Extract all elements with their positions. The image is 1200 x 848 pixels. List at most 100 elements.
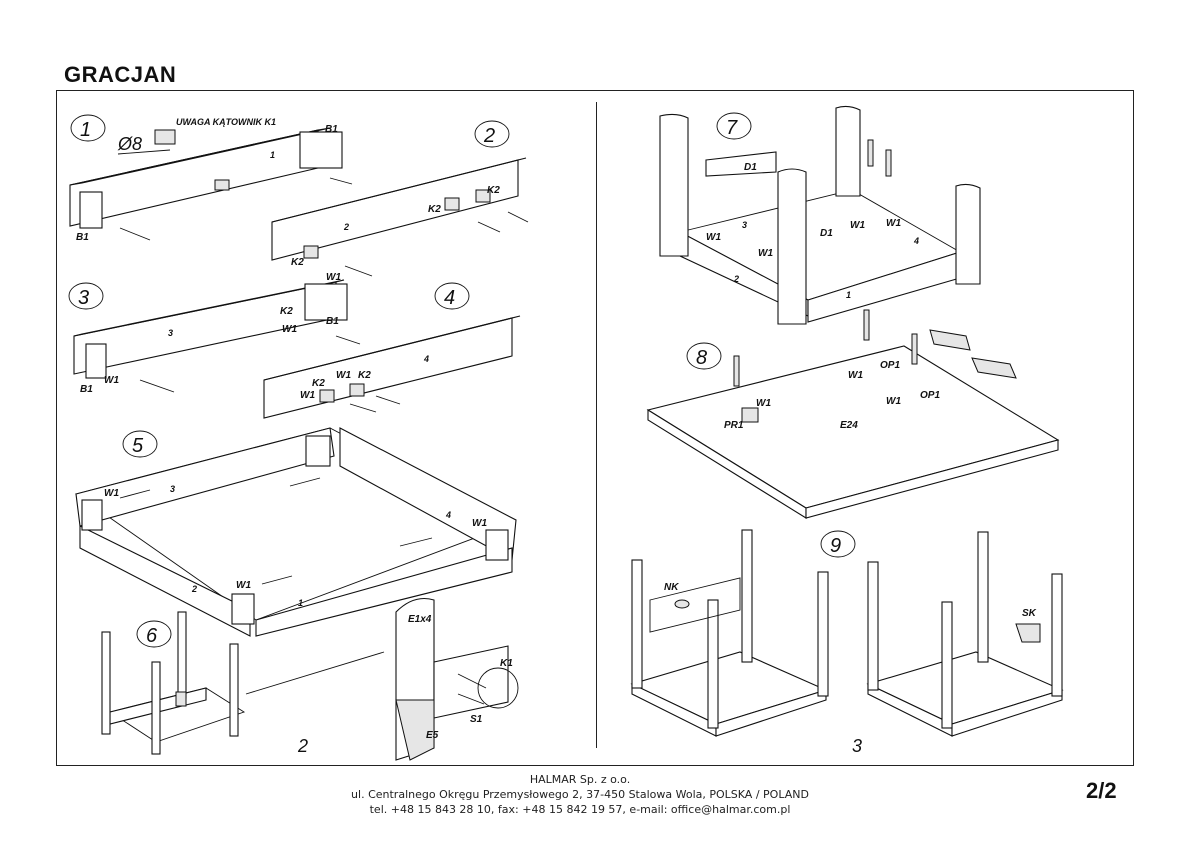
w1-label-4a: W1	[336, 370, 351, 381]
w1-label-5a: W1	[104, 488, 119, 499]
bracket-b1-icon	[299, 131, 343, 169]
b1-label-1: B1	[325, 124, 338, 135]
step-3-number: 3	[78, 287, 89, 309]
panel-4-board	[263, 317, 513, 419]
leg-3	[229, 643, 239, 737]
step-4-number: 4	[444, 287, 455, 309]
screwdriver-8a-icon	[733, 355, 740, 387]
e5-label: E5	[426, 730, 439, 741]
k1-label-6: K1	[500, 658, 513, 669]
footer: HALMAR Sp. z o.o. ul. Centralnego Okręgu…	[300, 772, 860, 817]
s1-label: S1	[470, 714, 483, 725]
step-2: 2 2 K2 K2 K2	[271, 120, 529, 277]
frame-side-2	[79, 525, 251, 637]
leg-1	[101, 631, 111, 735]
table-label-3: 3	[742, 220, 747, 230]
w1-label-7b: W1	[758, 248, 773, 259]
w1-label-3c: W1	[104, 375, 119, 386]
w1-label-3b: W1	[282, 324, 297, 335]
bracket-op1a-icon	[929, 329, 971, 351]
bracket-sk-icon	[1015, 623, 1041, 643]
b1-label-2: B1	[76, 232, 89, 243]
w1-label-5b: W1	[472, 518, 487, 529]
k2-label-3a: K2	[280, 306, 293, 317]
frame-label-2: 2	[191, 584, 197, 594]
people-count-left: 2	[297, 736, 308, 756]
step-6-number: 6	[146, 625, 158, 647]
b1-label-3a: B1	[326, 316, 339, 327]
w1-label-3a: W1	[326, 272, 341, 283]
nk-label: NK	[664, 582, 679, 593]
step-4: 4 4 K2 W1 K2 W1	[263, 282, 521, 419]
panel-1-board	[69, 129, 319, 227]
k2-label-2: K2	[487, 185, 500, 196]
op1-label-2: OP1	[920, 390, 940, 401]
panel-1-label: 1	[270, 150, 275, 160]
w1-label-7c: W1	[850, 220, 865, 231]
e1x4-label: E1x4	[408, 614, 432, 625]
step-5-number: 5	[132, 435, 144, 457]
screwdriver-8b-icon	[863, 309, 870, 341]
leg-7b	[777, 168, 807, 325]
frame-label-1: 1	[298, 598, 303, 608]
d1-label-1: D1	[744, 162, 757, 173]
leg-7d	[955, 183, 981, 285]
w1-label-8a: W1	[756, 398, 771, 409]
step-6: 6 2 E1x4 K1 S1 E5	[101, 597, 519, 761]
panel-4-label: 4	[423, 354, 429, 364]
footer-address: ul. Centralnego Okręgu Przemysłowego 2, …	[351, 788, 809, 801]
table-label-4: 4	[913, 236, 919, 246]
leg-4	[151, 661, 161, 755]
k2-label-1: K2	[428, 204, 441, 215]
sk-label: SK	[1022, 608, 1037, 619]
frame-label-4: 4	[445, 510, 451, 520]
panel-divider	[596, 102, 597, 748]
step-2-number: 2	[483, 125, 495, 147]
w1-label-8b: W1	[848, 370, 863, 381]
frame-side-3	[75, 427, 335, 527]
panel-2-label: 2	[343, 222, 349, 232]
k2-label-3: K2	[291, 257, 304, 268]
diagram-frame	[56, 90, 1134, 766]
step-3: 3 3 W1 K2 W1 B1 W1 B1	[68, 272, 361, 395]
leg-7c	[835, 105, 861, 197]
table-9a-frame	[630, 651, 828, 725]
step-8-number: 8	[696, 347, 707, 369]
panel-2-board	[271, 159, 519, 261]
people-count-right: 3	[852, 736, 862, 756]
screwdriver-7b-icon	[885, 149, 892, 177]
foot-nk-icon	[674, 599, 690, 609]
bracket-op1b-icon	[971, 357, 1017, 379]
op1-label-1: OP1	[880, 360, 900, 371]
step-7-number: 7	[726, 117, 738, 139]
step-9: 9 NK SK 3	[630, 529, 1064, 756]
e24-label: E24	[840, 420, 858, 431]
table-label-2: 2	[733, 274, 739, 284]
page-number: 2/2	[1086, 778, 1117, 803]
step-9-number: 9	[830, 535, 841, 557]
k2-label-4b: K2	[358, 370, 371, 381]
w1-label-7a: W1	[706, 232, 721, 243]
step-8: 8 E24 PR1 W1 W1 W1 OP1 OP1	[646, 309, 1060, 519]
leg-2	[177, 611, 187, 699]
hole-diameter-label: Ø8	[117, 134, 142, 154]
screwdriver-8c-icon	[911, 333, 918, 365]
table-9b-frame	[866, 651, 1064, 725]
pr1-label: PR1	[724, 420, 744, 431]
footer-company: HALMAR Sp. z o.o.	[529, 773, 631, 786]
k2-label-4a: K2	[312, 378, 325, 389]
screwdriver-7a-icon	[867, 139, 874, 167]
footer-contact: tel. +48 15 843 28 10, fax: +48 15 842 1…	[369, 803, 791, 816]
step-1-number: 1	[80, 119, 91, 141]
table-label-1: 1	[846, 290, 851, 300]
step-1-circle	[70, 114, 106, 142]
frame-label-3: 3	[170, 484, 175, 494]
w1-label-8c: W1	[886, 396, 901, 407]
w1-label-4b: W1	[300, 390, 315, 401]
bracket-k1-icon	[154, 129, 176, 145]
step-7: 7 D1 D1 W1 W1 W1 W1 2 1 4 3	[659, 105, 981, 325]
d1-label-2: D1	[820, 228, 833, 239]
block-d1	[705, 151, 777, 177]
warning-label: UWAGA KĄTOWNIK K1	[176, 117, 276, 127]
